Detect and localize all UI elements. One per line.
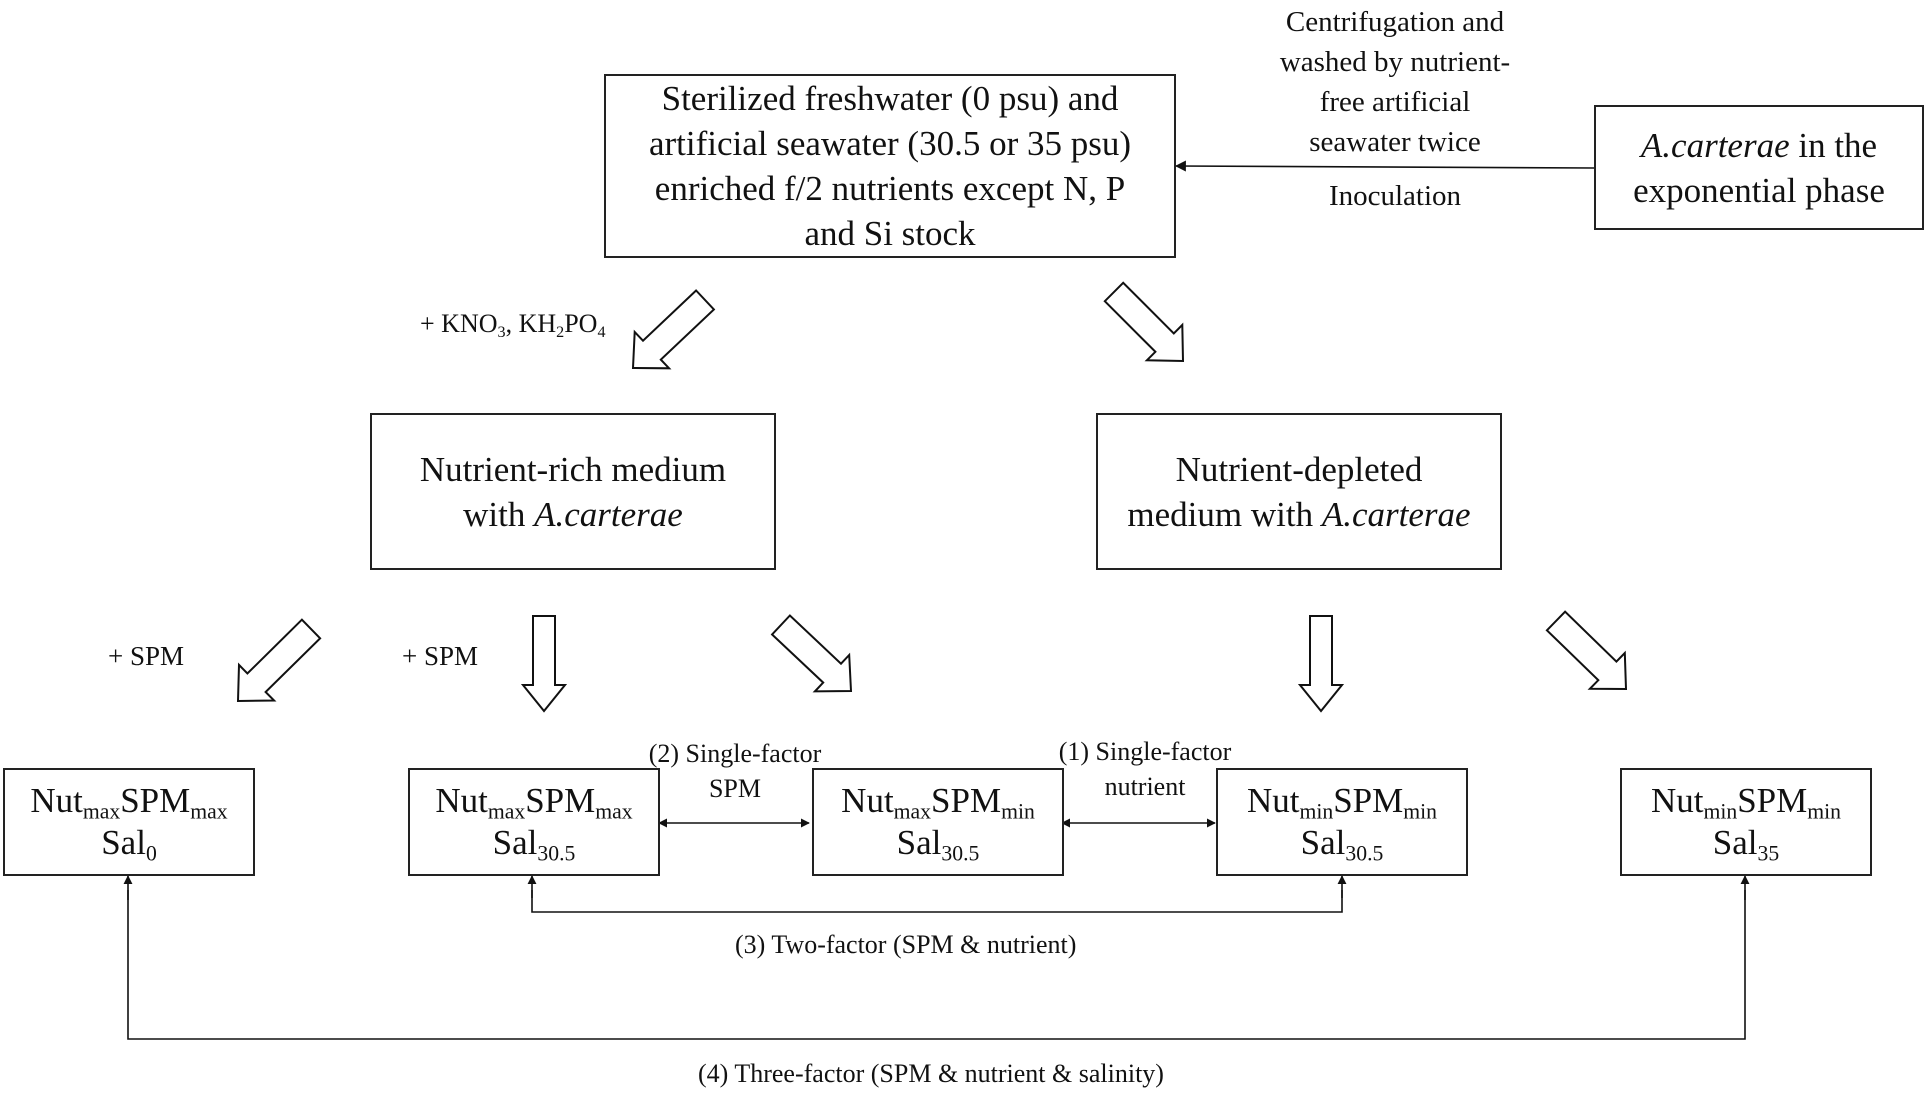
block-arrow-to-spmmax-30-5 [520,615,568,713]
block-arrow-to-sal35 [1545,610,1628,691]
spm-addition-label-left: + SPM [108,641,185,671]
sterilized-medium-line: enriched f/2 nutrients except N, P [654,169,1126,208]
sterilized-medium-line: Sterilized freshwater (0 psu) and [661,79,1119,118]
species-name: A.carterae [1640,125,1790,165]
block-arrow-to-rich [631,289,716,370]
species-name: A.carterae [1321,494,1471,534]
block-arrow-to-sal0 [236,618,322,703]
species-name: A.carterae [534,494,683,534]
three-factor-bracket [127,890,1746,1040]
source-culture-line1: A.carterae in the [1640,125,1878,165]
two-factor-bracket [531,890,1343,913]
source-culture-box: A.carterae in the exponential phase [1594,105,1924,230]
block-arrow-to-spmmin-30-5 [770,614,853,693]
centrifugation-label: Centrifugation and washed by nutrient- f… [1279,6,1511,158]
inoculation-label: Inoculation [1328,180,1462,212]
inoculation-arrow [1174,160,1595,172]
source-culture-line2: exponential phase [1633,170,1885,210]
nutrient-addition-label: + KNO3, KH2PO4 [420,309,606,341]
block-arrow-to-depleted [1103,281,1185,363]
nutrient-depleted-box: Nutrient-depleted medium with A.carterae [1096,413,1502,570]
three-factor-label: (4) Three-factor (SPM & nutrient & salin… [698,1059,1164,1088]
sterilized-medium-line: artificial seawater (30.5 or 35 psu) [648,124,1132,163]
sterilized-medium-box: Sterilized freshwater (0 psu) and artifi… [604,74,1176,258]
spm-addition-label-mid: + SPM [402,641,479,671]
single-factor-nutrient-label: (1) Single-factor nutrient [1058,737,1232,801]
nutrient-rich-box: Nutrient-rich medium with A.carterae [370,413,776,570]
two-factor-label: (3) Two-factor (SPM & nutrient) [735,930,1077,959]
block-arrow-to-nutmin-30-5 [1297,615,1345,713]
sterilized-medium-line: and Si stock [804,214,976,253]
single-factor-spm-label: (2) Single-factor SPM [648,739,822,803]
